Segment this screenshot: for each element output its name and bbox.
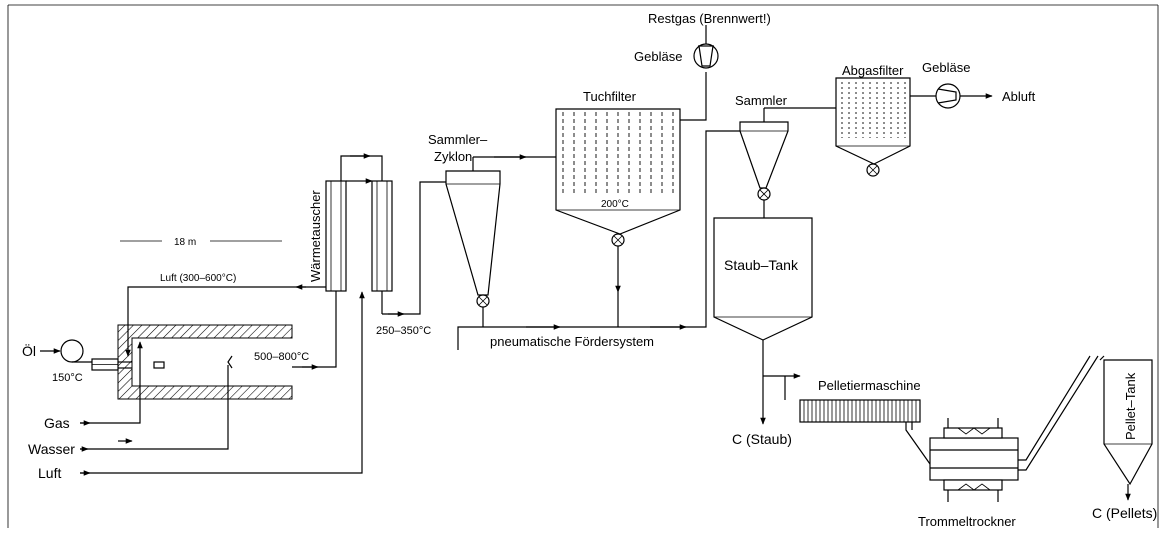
- blower-top-icon: [693, 43, 719, 69]
- c-staub-label: C (Staub): [732, 431, 792, 447]
- collector: [739, 108, 789, 218]
- wasser-line: [80, 365, 229, 450]
- dust-tank: [713, 217, 813, 341]
- gas-label: Gas: [44, 415, 70, 431]
- pelletizer-to-dryer-line: [905, 422, 931, 465]
- collector-label: Sammler: [735, 93, 788, 108]
- oil-label: Öl: [22, 342, 36, 359]
- pneumatic-conveyor-line: [457, 130, 740, 350]
- diagram-frame: [7, 4, 1159, 528]
- cyclone-label-2: Zyklon: [434, 149, 472, 164]
- cloth-filter: [555, 108, 681, 247]
- luft-line: [80, 291, 365, 474]
- filter-label: Tuchfilter: [583, 89, 637, 104]
- exchanger-label: Wärmetauscher: [308, 190, 323, 282]
- furnace-black-reactor: [91, 324, 293, 400]
- oil-temp-label: 150°C: [52, 372, 83, 384]
- pellet-tank-label: Pellet–Tank: [1123, 372, 1138, 440]
- collector-cyclone: [445, 157, 501, 327]
- heat-exchanger: [325, 153, 393, 314]
- dryer-to-pellet-tank-line-2: [1018, 355, 1091, 461]
- gas-out-temp-label: 500–800°C: [254, 351, 309, 363]
- cyclone-label-1: Sammler–: [428, 132, 488, 147]
- hot-air-label: Luft (300–600°C): [160, 273, 236, 284]
- blower-right-icon: [935, 83, 961, 109]
- dryer-to-pellet-tank-line: [1018, 355, 1099, 471]
- abluft-label: Abluft: [1002, 89, 1036, 104]
- blower-top-label: Gebläse: [634, 49, 682, 64]
- oil-pump-icon: [60, 339, 92, 363]
- hot-air-line: [125, 286, 336, 357]
- c-pellets-label: C (Pellets): [1092, 505, 1157, 521]
- exhaust-filter-label: Abgasfilter: [842, 63, 904, 78]
- cooled-temp-label: 250–350°C: [376, 325, 431, 337]
- wasser-label: Wasser: [28, 441, 75, 457]
- restgas-label: Restgas (Brennwert!): [648, 11, 771, 26]
- exhaust-filter: [835, 77, 911, 177]
- pelletizer-label: Pelletiermaschine: [818, 378, 921, 393]
- distance-label: 18 m: [174, 237, 196, 248]
- luft-label: Luft: [38, 465, 61, 481]
- blower-right-label: Gebläse: [922, 60, 970, 75]
- conveyor-label: pneumatische Fördersystem: [490, 334, 654, 349]
- pelletizer: [799, 399, 921, 423]
- filter-to-blower-line: [680, 72, 707, 121]
- dust-tank-label: Staub–Tank: [724, 257, 799, 273]
- filter-temp-label: 200°C: [601, 199, 629, 210]
- drum-dryer: [929, 418, 1019, 502]
- gas-line: [80, 341, 143, 424]
- pellet-tank: [1103, 359, 1153, 486]
- pellet-tank-inlet-mark: [1099, 355, 1105, 361]
- dryer-label: Trommeltrockner: [918, 514, 1016, 529]
